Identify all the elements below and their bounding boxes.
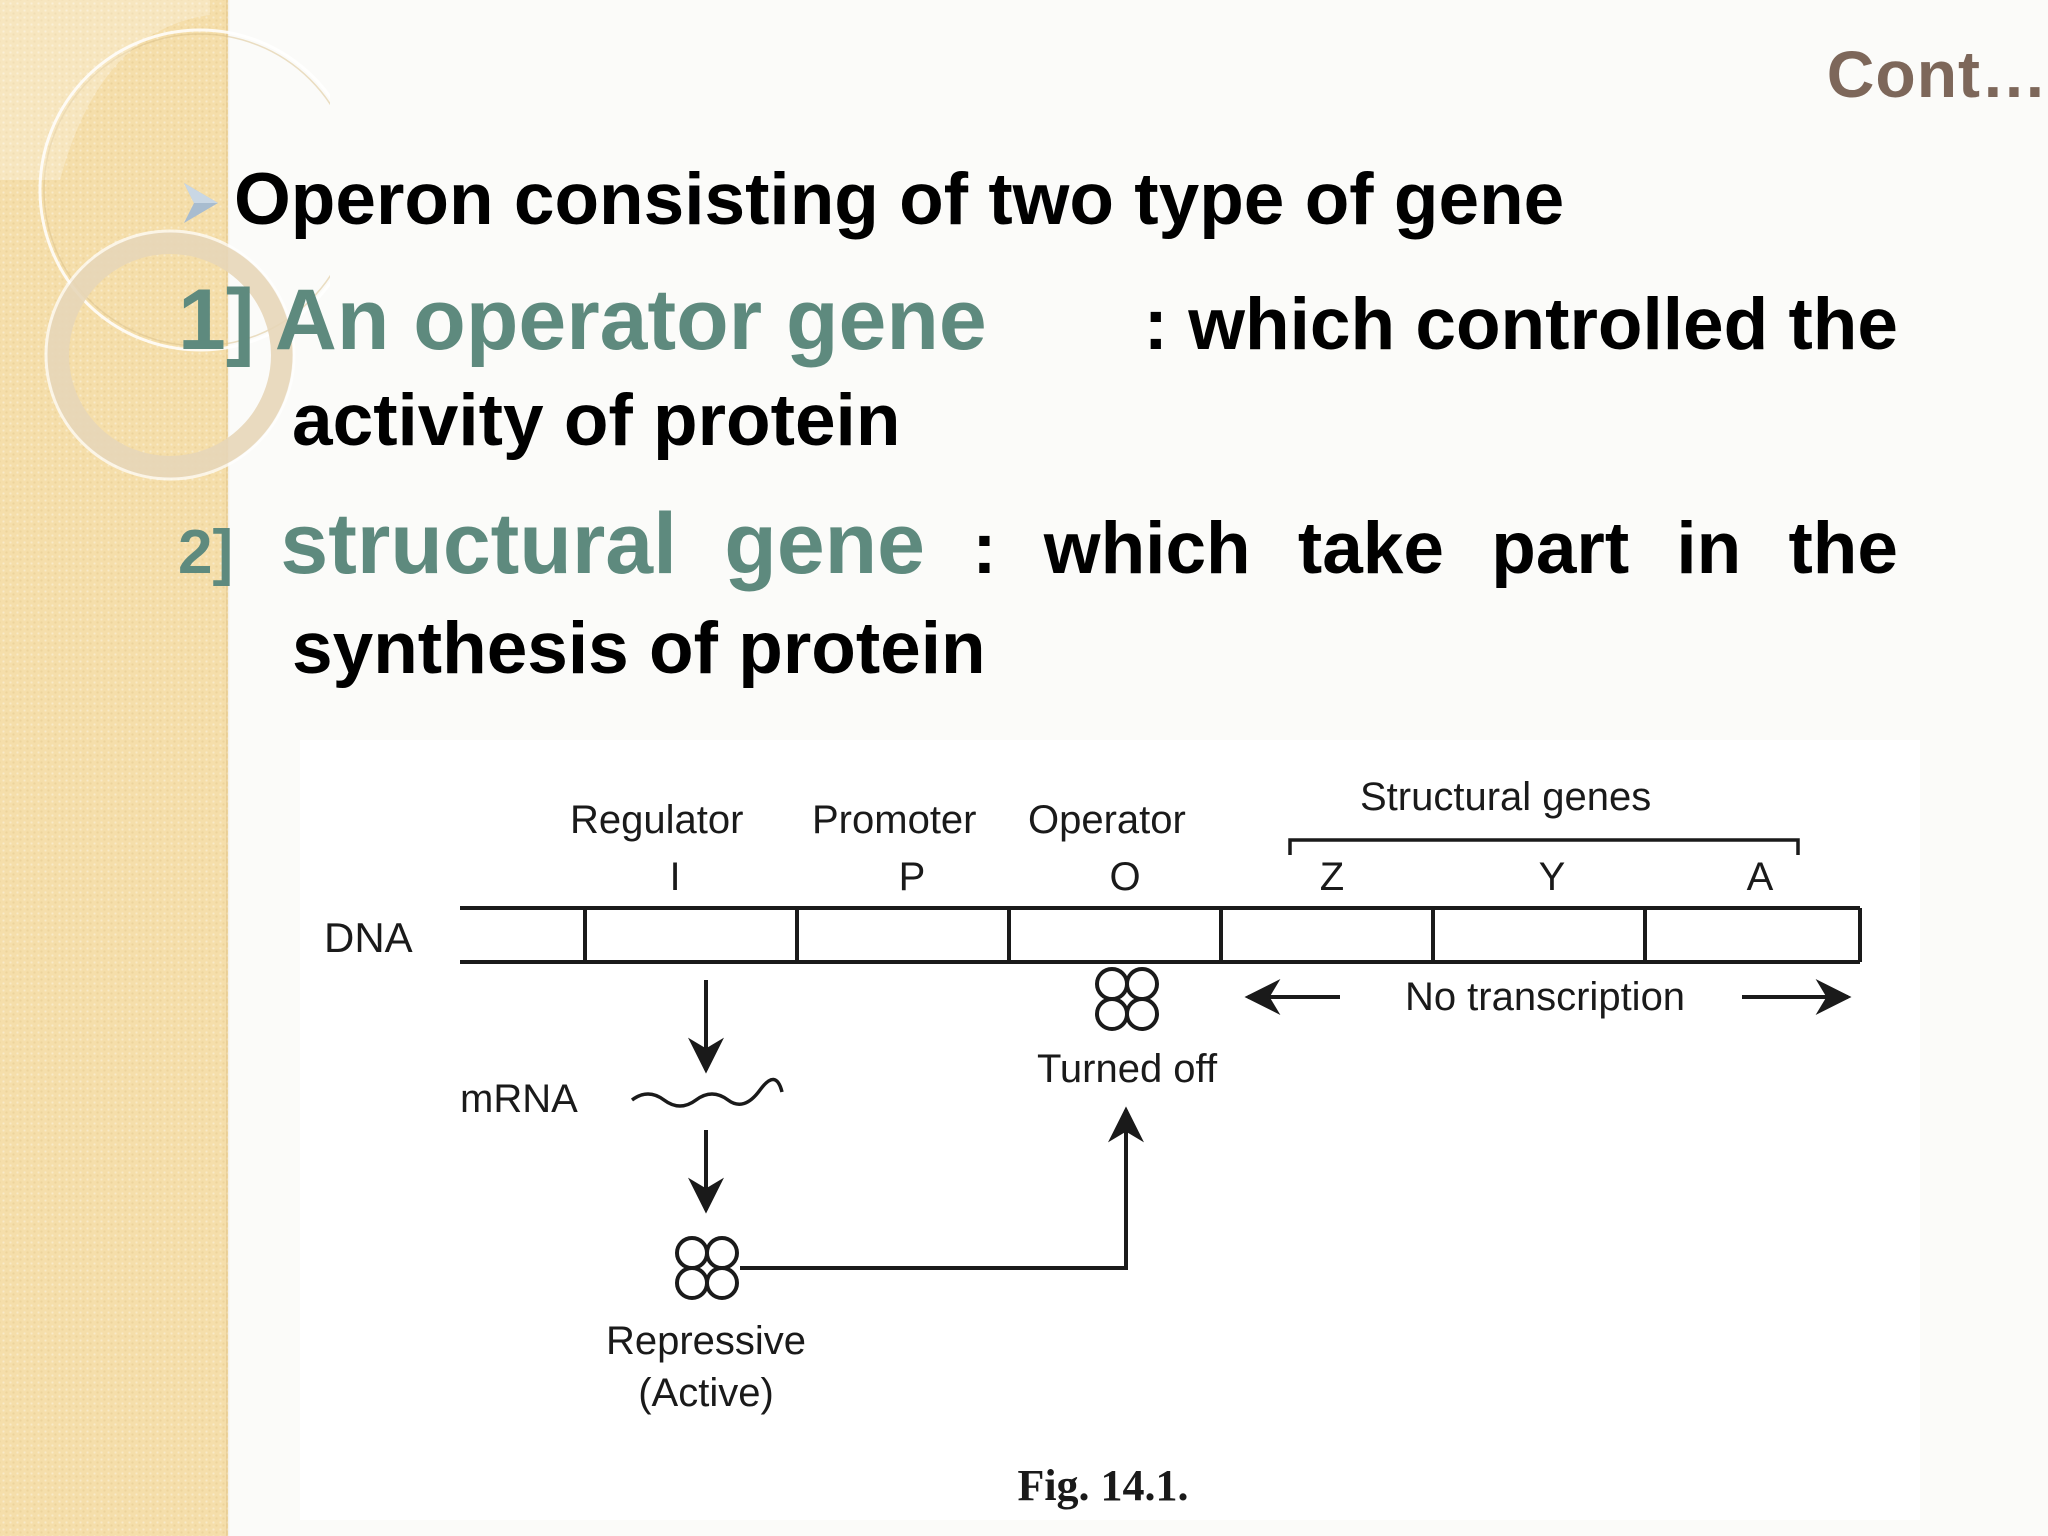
slide-corner-title: Cont… [1826,37,2048,111]
structural-genes-bracket [1288,838,1800,855]
item-number: 1] [178,272,255,368]
turned-off-label: Turned off [1037,1047,1218,1091]
dna-label: DNA [324,914,413,961]
item-line-1: 2] structural gene : which take part in … [178,496,1898,601]
item-term-word: structural [280,496,678,592]
item-heading: 2] [178,501,233,601]
operator-label: Operator [1028,798,1186,842]
item-description-continued: activity of protein [292,380,901,461]
mrna-label: mRNA [460,1077,578,1121]
gene-letter-o: O [1109,855,1140,899]
item-line-1: 1] An operator gene : which controlled t… [178,272,1898,373]
item-desc-word: in [1676,508,1742,589]
gene-letter-a: A [1747,855,1774,899]
item-heading: 1] An operator gene [178,272,987,373]
gene-item-structural: 2] structural gene : which take part in … [178,496,1898,697]
dna-strand [460,906,1862,964]
item-desc-word: take [1297,508,1444,589]
structural-genes-label: Structural genes [1360,775,1651,819]
mrna-wave-icon [630,1077,784,1108]
gene-letter-i: I [669,855,680,899]
gene-letter-p: P [899,855,926,899]
item-description: : which controlled the [1143,284,1898,365]
gene-item-operator: 1] An operator gene : which controlled t… [178,272,1898,469]
sidebar-edge [226,0,230,1536]
figure-caption: Fig. 14.1. [1017,1461,1188,1510]
item-number: 2] [178,518,234,587]
promoter-label: Promoter [812,798,977,842]
item-term: An operator gene [274,272,987,368]
repressor-label-line2: (Active) [638,1371,774,1415]
repressor-bound-icon [1095,967,1159,1031]
gene-letter-y: Y [1539,855,1566,899]
repressor-to-operator-arrow [740,1106,1144,1270]
bullet-text: Operon consisting of two type of gene [234,159,1565,240]
item-term-word: gene [724,496,926,592]
item-desc-word: the [1788,508,1899,589]
bullet-line: Operon consisting of two type of gene [180,158,1564,241]
item-desc-word: part [1491,508,1630,589]
operon-diagram: DNA Regulator Promoter Operator Structur… [300,740,1920,1520]
no-transcription-label: No transcription [1405,975,1685,1019]
repressor-label-line1: Repressive [606,1319,806,1363]
gene-letter-z: Z [1320,855,1344,899]
item-description-continued: synthesis of protein [292,608,986,689]
item-desc-word: which [1043,508,1251,589]
regulator-label: Regulator [570,798,743,842]
arrow-bullet-icon [184,182,218,223]
repressor-protein-icon [675,1236,739,1300]
item-desc-word: : [972,508,997,589]
